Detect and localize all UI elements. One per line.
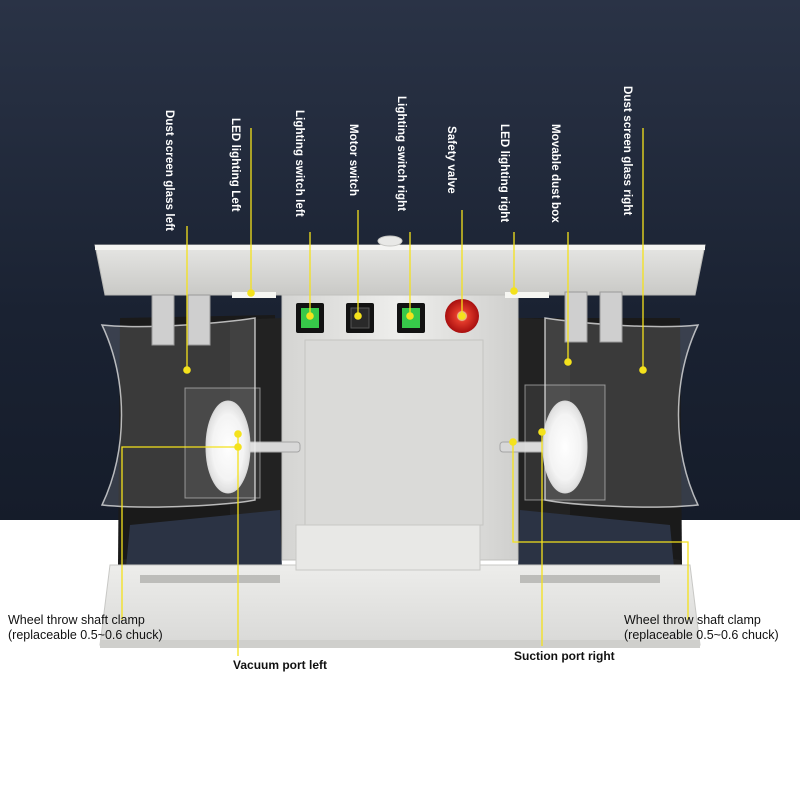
left-hinge-b (187, 294, 211, 346)
top-knob (377, 235, 403, 247)
label-shaft-clamp-left-line2: (replaceable 0.5~0.6 chuck) (8, 628, 163, 642)
callout-dots (183, 287, 647, 451)
led-right-strip (505, 292, 549, 298)
label-shaft-clamp-left-line1: Wheel throw shaft clamp (8, 613, 145, 627)
right-polishing-wheel (542, 400, 588, 494)
base-foot (100, 640, 700, 648)
label-dust-screen-glass-left: Dust screen glass left (163, 110, 175, 232)
label-led-lighting-right: LED lighting right (498, 124, 510, 223)
center-drawer (295, 524, 481, 571)
label-shaft-clamp-right-line2: (replaceable 0.5~0.6 chuck) (624, 628, 779, 642)
right-hinge-b (599, 291, 623, 343)
label-safety-valve: Safety valve (445, 126, 457, 194)
callout-lines (121, 128, 689, 656)
right-hinge-a (564, 291, 588, 343)
right-suction-slot (520, 575, 660, 583)
left-felt-tray (125, 510, 282, 578)
center-panel (304, 339, 484, 526)
top-cover-edge (95, 245, 705, 250)
label-vacuum-port-left: Vacuum port left (233, 658, 328, 672)
label-movable-dust-box: Movable dust box (549, 124, 561, 223)
left-movable-dust-box (184, 387, 261, 499)
label-motor-switch: Motor switch (347, 124, 359, 197)
right-movable-dust-box (524, 384, 606, 501)
right-felt-tray (518, 510, 675, 578)
label-shaft-clamp-right-line1: Wheel throw shaft clamp (624, 613, 761, 627)
label-lighting-switch-right: Lighting switch right (395, 96, 407, 212)
left-vacuum-slot (140, 575, 280, 583)
label-dust-screen-glass-right: Dust screen glass right (621, 86, 633, 216)
left-hinge-a (151, 294, 175, 346)
label-suction-port-right: Suction port right (514, 649, 615, 663)
label-led-lighting-left: LED lighting Left (229, 118, 241, 212)
label-lighting-switch-left: Lighting switch left (293, 110, 305, 217)
